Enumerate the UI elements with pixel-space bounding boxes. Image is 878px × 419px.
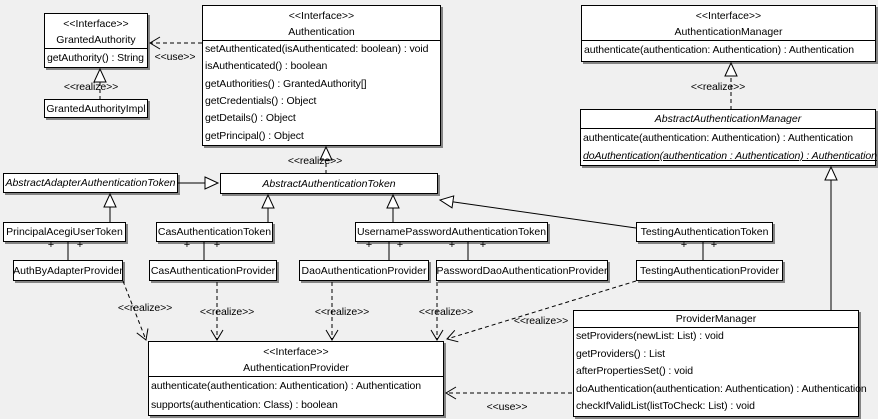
association-plus: + bbox=[213, 239, 221, 251]
class-stereotype: <<Interface>> bbox=[288, 10, 355, 22]
class-title: <<Interface>> GrantedAuthority bbox=[45, 14, 147, 49]
class-method: getPrincipal() : Object bbox=[205, 129, 304, 142]
class-name: CasAuthenticationToken bbox=[157, 226, 272, 238]
class-box-provider-manager: ProviderManager setProviders(newList: Li… bbox=[573, 310, 867, 417]
association-plus: + bbox=[183, 239, 191, 251]
class-title: <<Interface>> AuthenticationProvider bbox=[149, 342, 443, 377]
realize-label: <<realize>> bbox=[117, 302, 173, 314]
class-name: UsernamePasswordAuthenticationToken bbox=[356, 226, 547, 238]
class-method: setAuthenticated(isAuthenticated: boolea… bbox=[205, 43, 429, 55]
realize-label: <<realize>> bbox=[63, 81, 119, 93]
association-plus: + bbox=[680, 239, 688, 251]
realize-label: <<realize>> bbox=[513, 315, 569, 327]
class-name: PrincipalAcegiUserToken bbox=[6, 226, 123, 238]
realize-label: <<realize>> bbox=[314, 306, 370, 318]
class-method: authenticate(authentication: Authenticat… bbox=[151, 380, 422, 392]
class-method: getDetails() : Object bbox=[205, 112, 296, 125]
realize-label: <<realize>> bbox=[199, 306, 255, 318]
class-name: Authentication bbox=[288, 26, 355, 38]
class-method: doAuthentication(authentication : Authen… bbox=[583, 150, 877, 162]
class-method: authenticate(authentication: Authenticat… bbox=[583, 132, 854, 144]
class-box-granted-authority-impl: GrantedAuthorityImpl bbox=[44, 99, 148, 118]
class-stereotype: <<Interface>> bbox=[63, 18, 129, 30]
class-method: setProviders(newList: List) : void bbox=[576, 330, 724, 342]
class-method: getProviders() : List bbox=[576, 347, 665, 360]
association-plus: + bbox=[710, 239, 718, 251]
class-name: AbstractAuthenticationManager bbox=[581, 110, 875, 129]
class-method: getAuthorities() : GrantedAuthority[] bbox=[205, 77, 367, 90]
use-label: <<use>> bbox=[486, 401, 528, 413]
class-name: PasswordDaoAuthenticationProvider bbox=[436, 264, 608, 277]
class-name: DaoAuthenticationProvider bbox=[301, 264, 427, 277]
association-plus: + bbox=[365, 239, 373, 251]
class-box-authentication: <<Interface>> Authentication setAuthenti… bbox=[202, 5, 441, 146]
class-method: getAuthority() : String bbox=[47, 52, 144, 64]
class-stereotype: <<Interface>> bbox=[263, 346, 329, 358]
association-plus: + bbox=[479, 239, 487, 251]
class-box-testing-authentication-token: TestingAuthenticationToken bbox=[636, 222, 773, 242]
class-title: <<Interface>> Authentication bbox=[203, 6, 440, 41]
class-box-authentication-manager: <<Interface>> AuthenticationManager auth… bbox=[581, 5, 876, 62]
association-plus: + bbox=[76, 239, 84, 251]
class-box-granted-authority: <<Interface>> GrantedAuthority getAuthor… bbox=[44, 13, 148, 68]
class-box-password-dao-authentication-provider: PasswordDaoAuthenticationProvider bbox=[436, 260, 608, 281]
class-stereotype: <<Interface>> bbox=[695, 10, 762, 22]
class-method: isAuthenticated() : boolean bbox=[205, 60, 328, 73]
class-box-dao-authentication-provider: DaoAuthenticationProvider bbox=[299, 260, 429, 281]
class-name: AuthenticationManager bbox=[674, 26, 783, 38]
class-method: checkIfValidList(listToCheck: List) : vo… bbox=[576, 400, 755, 413]
class-box-cas-authentication-token: CasAuthenticationToken bbox=[156, 222, 273, 242]
class-name: AbstractAuthenticationToken bbox=[262, 177, 396, 190]
association-plus: + bbox=[47, 239, 55, 251]
class-method: getCredentials() : Object bbox=[205, 94, 317, 107]
class-box-cas-authentication-provider: CasAuthenticationProvider bbox=[149, 260, 277, 281]
class-box-abstract-adapter-authentication-token: AbstractAdapterAuthenticationToken bbox=[3, 173, 178, 193]
class-name: TestingAuthenticationToken bbox=[640, 226, 769, 238]
class-box-principal-acegi-user-token: PrincipalAcegiUserToken bbox=[3, 222, 126, 242]
class-name: AbstractAdapterAuthenticationToken bbox=[5, 177, 176, 189]
class-name: GrantedAuthority bbox=[56, 34, 136, 46]
class-name: ProviderManager bbox=[574, 311, 858, 328]
class-box-auth-by-adapter-provider: AuthByAdapterProvider bbox=[13, 260, 123, 281]
class-name: TestingAuthenticationProvider bbox=[640, 264, 779, 277]
class-box-testing-authentication-provider: TestingAuthenticationProvider bbox=[636, 260, 783, 281]
realize-label: <<realize>> bbox=[287, 155, 343, 167]
class-name: CasAuthenticationProvider bbox=[150, 264, 276, 277]
class-box-authentication-provider: <<Interface>> AuthenticationProvider aut… bbox=[148, 341, 444, 416]
use-label: <<use>> bbox=[154, 51, 196, 63]
class-box-abstract-authentication-token: AbstractAuthenticationToken bbox=[220, 173, 438, 194]
class-name: AuthenticationProvider bbox=[243, 362, 349, 374]
class-method: supports(authentication: Class) : boolea… bbox=[151, 399, 338, 411]
class-box-abstract-authentication-manager: AbstractAuthenticationManager authentica… bbox=[580, 109, 877, 166]
realize-label: <<realize>> bbox=[418, 306, 474, 318]
class-method: afterPropertiesSet() : void bbox=[576, 365, 693, 378]
class-name: AuthByAdapterProvider bbox=[13, 264, 123, 277]
realize-label: <<realize>> bbox=[690, 81, 746, 93]
class-method: authenticate(authentication: Authenticat… bbox=[584, 44, 855, 56]
association-plus: + bbox=[396, 239, 404, 251]
class-method: doAuthentication(authentication: Authent… bbox=[576, 382, 867, 395]
class-name: GrantedAuthorityImpl bbox=[46, 102, 146, 115]
association-plus: + bbox=[448, 239, 456, 251]
class-title: <<Interface>> AuthenticationManager bbox=[582, 6, 875, 41]
